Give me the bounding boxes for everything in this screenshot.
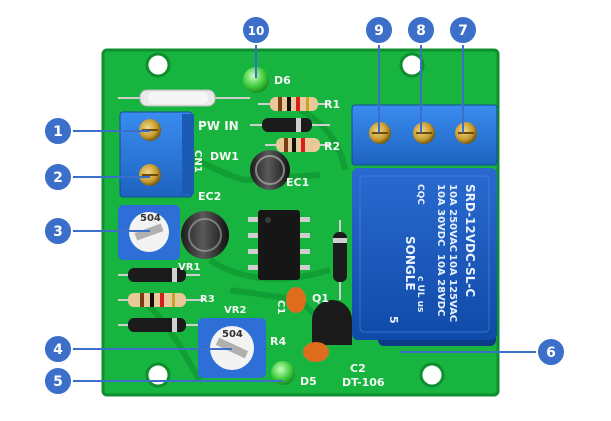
svg-text:5: 5 — [53, 374, 63, 390]
svg-text:6: 6 — [546, 345, 556, 361]
relay-rating-3: 10A 125VAC — [447, 254, 458, 322]
silk-r4: R4 — [270, 335, 286, 348]
silk-ec2: EC2 — [198, 190, 221, 203]
silk-vr1: VR1 — [178, 262, 200, 273]
electrolytic-capacitor-icon — [250, 150, 290, 190]
silk-c2: C2 — [350, 362, 366, 375]
silk-d5: D5 — [300, 375, 317, 388]
transistor-icon — [312, 300, 352, 345]
pot1-value: 504 — [140, 213, 161, 224]
pot2-value: 504 — [222, 329, 243, 340]
resistor-icon — [265, 138, 330, 152]
mounting-hole-icon — [145, 52, 445, 388]
svg-text:1: 1 — [53, 124, 63, 140]
resistor-icon — [118, 293, 205, 307]
relay-model-label: SRD-12VDC-SL-C — [463, 184, 477, 297]
resistor-icon — [258, 97, 330, 111]
marker-8: 8 — [406, 15, 436, 45]
silk-q1: Q1 — [312, 292, 329, 305]
marker-7: 7 — [448, 15, 478, 45]
silk-dw1: DW1 — [210, 150, 239, 163]
svg-text:4: 4 — [53, 342, 63, 358]
svg-text:2: 2 — [53, 170, 63, 186]
relay-terminal-block — [351, 104, 498, 166]
led-d5 — [271, 361, 295, 385]
diode-icon — [333, 220, 347, 300]
relay-icon — [352, 168, 497, 346]
silk-r2: R2 — [324, 140, 340, 153]
silk-board-id: DT-106 — [342, 376, 385, 389]
silk-ec1: EC1 — [286, 176, 309, 189]
marker-6: 6 — [536, 337, 566, 367]
diode-icon — [118, 268, 200, 282]
relay-brand: SONGLE — [403, 236, 417, 291]
marker-10: 10 — [241, 15, 271, 45]
relay-ul-mark: c UL us — [415, 276, 425, 312]
relay-cqc-mark: CQC — [415, 184, 425, 205]
silk-pw-in: PW IN — [198, 119, 239, 133]
relay-rating-2: 10A 30VDC — [435, 184, 446, 246]
silk-d6: D6 — [274, 74, 291, 87]
silk-vr2: VR2 — [224, 305, 246, 316]
svg-text:7: 7 — [458, 23, 468, 39]
ceramic-capacitor-icon — [286, 287, 329, 362]
relay-rating-1: 10A 250VAC — [447, 184, 458, 252]
power-terminal-block — [119, 111, 194, 198]
silk-c1: C1 — [275, 300, 286, 314]
marker-4: 4 — [43, 334, 73, 364]
ic-chip-icon — [248, 210, 310, 280]
diode-icon — [118, 318, 205, 332]
relay-rating-4: 10A 28VDC — [435, 254, 446, 316]
marker-9: 9 — [364, 15, 394, 45]
svg-text:9: 9 — [374, 23, 384, 39]
svg-text:8: 8 — [416, 23, 426, 39]
diode-icon — [250, 118, 330, 132]
relay-pin-count: 5 — [387, 316, 400, 324]
callout-lines — [72, 44, 537, 382]
silk-cn1: CN1 — [192, 150, 203, 173]
marker-3: 3 — [43, 216, 73, 246]
fuse-icon — [118, 89, 250, 107]
silk-r1: R1 — [324, 98, 340, 111]
silk-r3: R3 — [200, 294, 215, 305]
svg-text:3: 3 — [53, 224, 63, 240]
svg-text:10: 10 — [248, 24, 265, 38]
marker-1: 1 — [43, 116, 73, 146]
marker-5: 5 — [43, 366, 73, 396]
marker-2: 2 — [43, 162, 73, 192]
led-d6 — [243, 67, 269, 93]
electrolytic-capacitor-icon — [181, 211, 229, 259]
